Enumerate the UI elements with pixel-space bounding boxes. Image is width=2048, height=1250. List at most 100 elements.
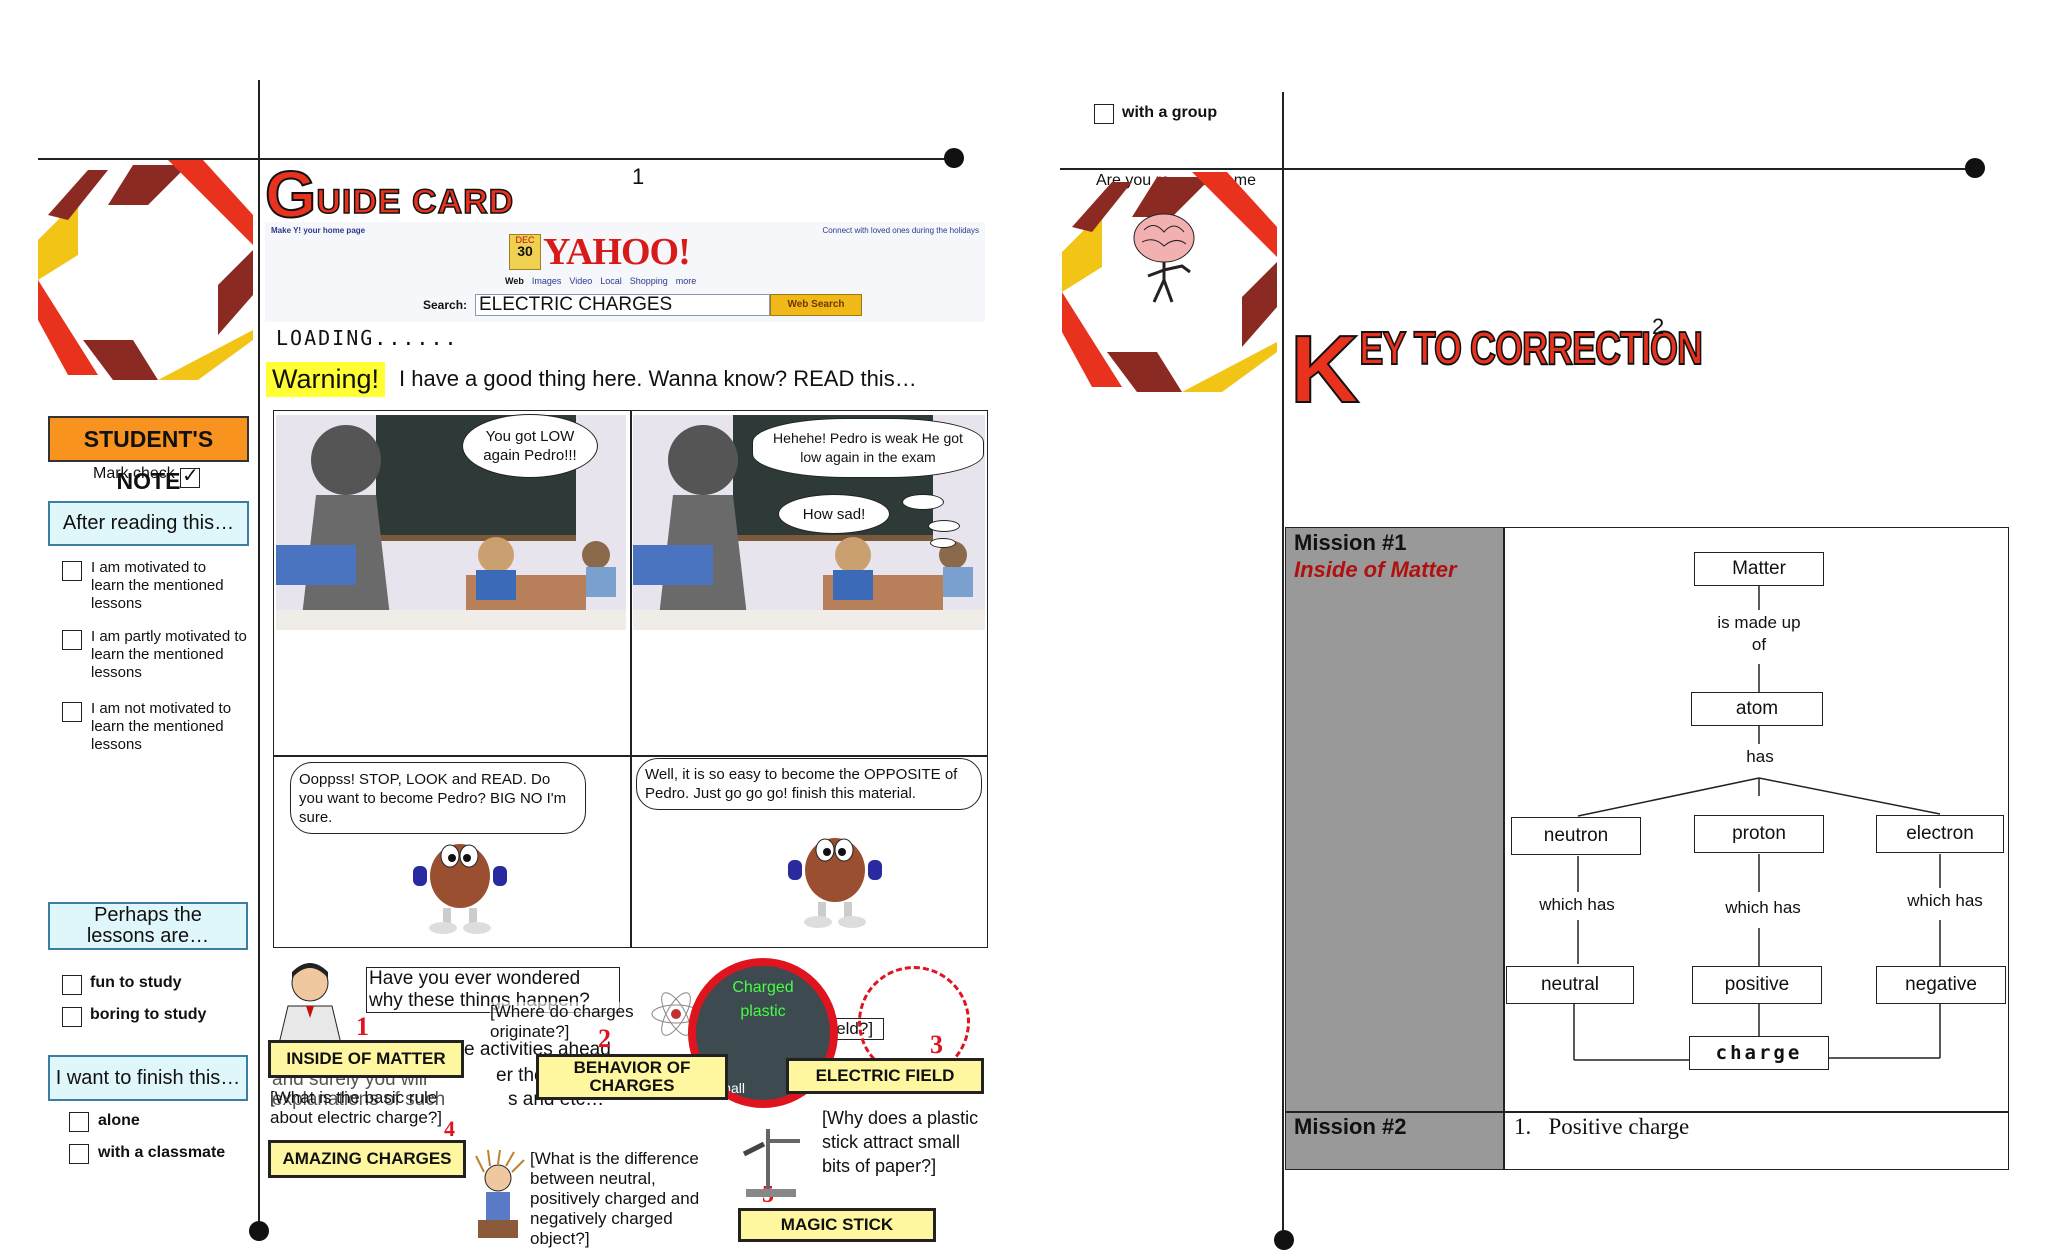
pinwheel-logo-icon: [38, 160, 253, 380]
key-title-rest: EY TO CORRECTION: [1359, 320, 1704, 375]
right-bottom-dot: [1274, 1230, 1294, 1250]
concept-which-has-neutron: which has: [1539, 895, 1615, 914]
concept-negative: negative: [1876, 966, 2006, 1004]
key-to-correction-title: K EY TO CORRECTION: [1289, 316, 1704, 423]
yahoo-search-input[interactable]: ELECTRIC CHARGES: [475, 294, 770, 316]
lesson-number-1: 1: [356, 1012, 369, 1041]
mark-check-label: Mark check: [93, 465, 175, 482]
key-title-first: K: [1289, 316, 1360, 423]
mission-table: [1285, 527, 2009, 1170]
question-where-charges-originate: [Where do charges originate?]: [490, 1002, 640, 1042]
alone-checkbox[interactable]: [69, 1112, 89, 1132]
group-option: with a group: [1122, 104, 1218, 121]
speech-bubble-stop-look-read: Ooppss! STOP, LOOK and READ. Do you want…: [290, 762, 586, 834]
intro-cont-3: er the: [496, 1065, 545, 1086]
warning-label: Warning!: [266, 362, 386, 397]
thought-cloud-small-2: [928, 520, 960, 532]
mark-check-box: [180, 468, 200, 488]
concept-proton: proton: [1694, 815, 1824, 853]
motivated-option: I am motivated to learn the mentioned le…: [91, 559, 224, 612]
mission-2-answer: 1. Positive charge: [1514, 1114, 1690, 1139]
concept-which-has-electron: which has: [1907, 891, 1983, 910]
lesson-box-electric-field[interactable]: ELECTRIC FIELD: [786, 1058, 984, 1094]
yahoo-tab-local[interactable]: Local: [600, 276, 622, 286]
lesson-number-3: 3: [930, 1030, 943, 1059]
students-note-heading: STUDENT'S NOTE: [48, 416, 249, 494]
yahoo-web-search-button[interactable]: Web Search: [770, 294, 862, 316]
speech-bubble-teacher: You got LOW again Pedro!!!: [462, 414, 598, 478]
yahoo-holiday-link[interactable]: Connect with loved ones during the holid…: [822, 226, 979, 235]
group-checkbox[interactable]: [1094, 104, 1114, 124]
classmate-option: with a classmate: [98, 1144, 226, 1161]
yahoo-banner: Make Y! your home page Connect with love…: [265, 222, 985, 322]
guide-card-title: G UIDE CARD: [264, 157, 515, 231]
concept-matter: Matter: [1694, 552, 1824, 586]
perhaps-label: Perhaps the lessons are…: [48, 902, 248, 950]
concept-is-made-up-of: is made up of: [1717, 613, 1801, 654]
concept-map-connectors: [1573, 586, 1941, 1061]
thought-cloud-small-1: [902, 494, 944, 510]
right-page-number: 2: [1652, 314, 1665, 339]
guide-card-title-rest: UIDE CARD: [316, 182, 515, 222]
speech-bubble-opposite: Well, it is so easy to become the OPPOSI…: [636, 758, 982, 810]
loading-text: LOADING......: [276, 326, 459, 350]
comic-divider-horizontal: [273, 755, 988, 757]
lesson-box-amazing-charges[interactable]: AMAZING CHARGES: [268, 1140, 466, 1178]
yahoo-tab-shopping[interactable]: Shopping: [629, 276, 668, 286]
mission-column-divider: [1503, 527, 1505, 1170]
mission-1-subtitle: Inside of Matter: [1294, 557, 1457, 582]
right-vertical-rule: [1282, 92, 1284, 1243]
right-rule-end-dot: [1965, 158, 1985, 178]
left-page-number: 1: [632, 164, 645, 189]
lesson-box-behavior-of-charges[interactable]: BEHAVIOR OF CHARGES: [536, 1054, 728, 1100]
fun-to-study-checkbox[interactable]: [62, 975, 82, 995]
pinwheel-logo-right-icon: [1062, 172, 1277, 392]
not-motivated-checkbox[interactable]: [62, 702, 82, 722]
not-motivated-option: I am not motivated to learn the mentione…: [91, 700, 232, 753]
mission-1-label: Mission #1: [1294, 530, 1407, 555]
intro-cont-4: explanations of such: [272, 1089, 446, 1110]
mission-2-label: Mission #2: [1294, 1114, 1407, 1139]
boring-to-study-option: boring to study: [90, 1006, 207, 1023]
fun-to-study-option: fun to study: [90, 974, 182, 991]
thought-cloud-small-3: [930, 538, 956, 548]
question-difference: [What is the difference between neutral,…: [530, 1149, 700, 1248]
concept-neutron: neutron: [1511, 817, 1641, 855]
penny-mascot-2-icon: [788, 838, 882, 928]
yahoo-tabs: Web Images Video Local Shopping more: [505, 276, 696, 286]
yahoo-tab-video[interactable]: Video: [569, 276, 593, 286]
charged-plastic-label: Charged plastic: [732, 979, 794, 1020]
lesson-number-4: 4: [444, 1116, 455, 1141]
yahoo-tab-images[interactable]: Images: [531, 276, 562, 286]
pedro-portrait-icon: [277, 963, 343, 1048]
guide-card-title-first: G: [264, 157, 317, 231]
lesson-box-magic-stick[interactable]: MAGIC STICK: [738, 1208, 936, 1242]
checkmark-icon: ✓: [182, 465, 199, 487]
yahoo-tab-web[interactable]: Web: [505, 276, 524, 286]
motivated-checkbox[interactable]: [62, 561, 82, 581]
lab-stand-icon: [742, 1129, 800, 1197]
boring-to-study-checkbox[interactable]: [62, 1007, 82, 1027]
left-vertical-rule: [258, 80, 260, 1230]
concept-atom: atom: [1691, 692, 1823, 726]
concept-which-has-proton: which has: [1725, 898, 1801, 917]
mission-gray-column: [1286, 528, 1503, 1169]
concept-positive: positive: [1692, 966, 1822, 1004]
classmate-checkbox[interactable]: [69, 1144, 89, 1164]
lesson-box-inside-of-matter[interactable]: INSIDE OF MATTER: [268, 1040, 464, 1078]
yahoo-tab-more[interactable]: more: [675, 276, 697, 286]
yahoo-home-link[interactable]: Make Y! your home page: [271, 226, 366, 235]
partly-motivated-checkbox[interactable]: [62, 630, 82, 650]
static-hair-kid-icon: [475, 1150, 525, 1238]
brain-mascot-icon: [1133, 213, 1195, 303]
partly-motivated-option: I am partly motivated to learn the menti…: [91, 628, 247, 681]
alone-option: alone: [98, 1112, 140, 1129]
left-horizontal-rule: [38, 158, 953, 160]
warning-text: I have a good thing here. Wanna know? RE…: [399, 366, 917, 391]
penny-mascot-1-icon: [413, 844, 507, 934]
concept-electron: electron: [1876, 815, 2004, 853]
yahoo-date-day: 30: [517, 243, 533, 259]
left-bottom-dot: [249, 1221, 269, 1241]
yahoo-logo: YAHOO!: [543, 231, 691, 273]
comic-divider-vertical: [630, 410, 632, 948]
